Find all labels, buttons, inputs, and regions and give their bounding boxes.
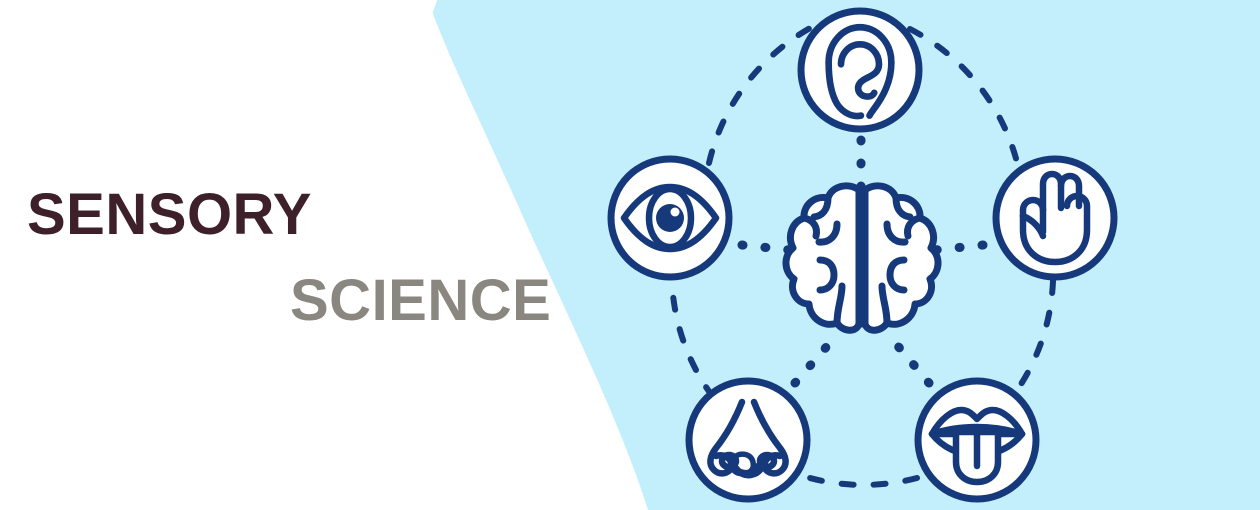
hand-icon [1019, 170, 1091, 266]
ear-icon [825, 24, 895, 120]
spoke-hand-to-brain [930, 240, 988, 255]
node-sight[interactable] [607, 155, 733, 281]
spoke-nose-to-brain [790, 340, 833, 388]
nose-node-circle [685, 377, 811, 503]
node-touch[interactable] [992, 155, 1118, 281]
spoke-mouth-to-brain [892, 340, 934, 388]
ear-node-circle [797, 7, 923, 133]
ring-ear-to-hand [907, 26, 1021, 169]
brain-spokes [737, 135, 988, 388]
brain-folds-left [800, 194, 846, 327]
brain-icon [782, 182, 942, 334]
ring-mouth-to-nose [807, 475, 920, 488]
node-taste[interactable] [914, 377, 1040, 503]
node-hearing[interactable] [797, 7, 923, 133]
eye-icon [620, 183, 720, 253]
wedge-arc [0, 0, 648, 510]
mouth-icon [928, 406, 1026, 486]
ring-nose-to-eye [669, 280, 716, 400]
brain-folds-right [878, 194, 924, 327]
spoke-eye-to-brain [737, 240, 795, 255]
node-smell[interactable] [685, 377, 811, 503]
pentagon-ring [669, 24, 1056, 488]
nose-icon [707, 398, 789, 479]
ring-hand-to-mouth [1010, 278, 1056, 399]
